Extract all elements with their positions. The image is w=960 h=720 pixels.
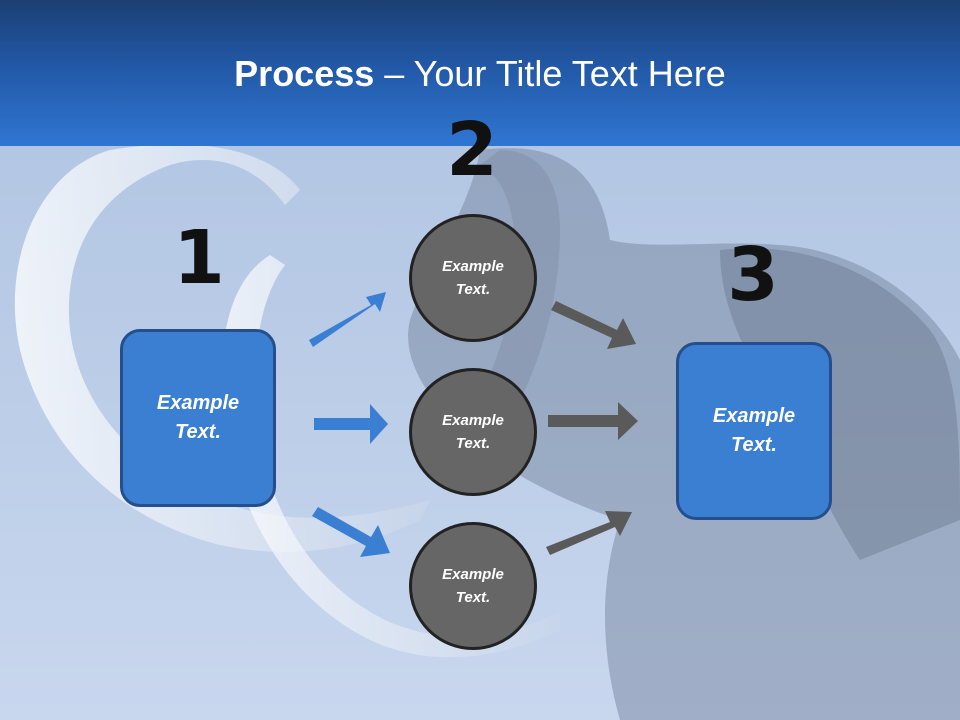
step-2-circle-1: Example Text. [409,214,537,342]
slide-title: Process – Your Title Text Here [0,52,960,96]
step-2-number: 2 [446,107,498,193]
step-2-circle-2: Example Text. [409,368,537,496]
step-1-box: Example Text. [120,329,276,507]
title-banner [0,0,960,146]
slide-title-rest: – Your Title Text Here [374,53,726,94]
slide-title-bold: Process [234,53,375,94]
arrow-2c-to-3 [546,511,632,555]
step-1-number: 1 [173,215,225,301]
step-2-circle-3: Example Text. [409,522,537,650]
step-3-number: 3 [727,232,779,318]
arrow-1-to-2c [312,507,390,557]
arrow-2b-to-3 [548,402,638,440]
arrow-2a-to-3 [551,301,636,349]
arrow-1-to-2a [309,292,386,347]
arrow-1-to-2b [314,404,388,444]
step-3-box: Example Text. [676,342,832,520]
